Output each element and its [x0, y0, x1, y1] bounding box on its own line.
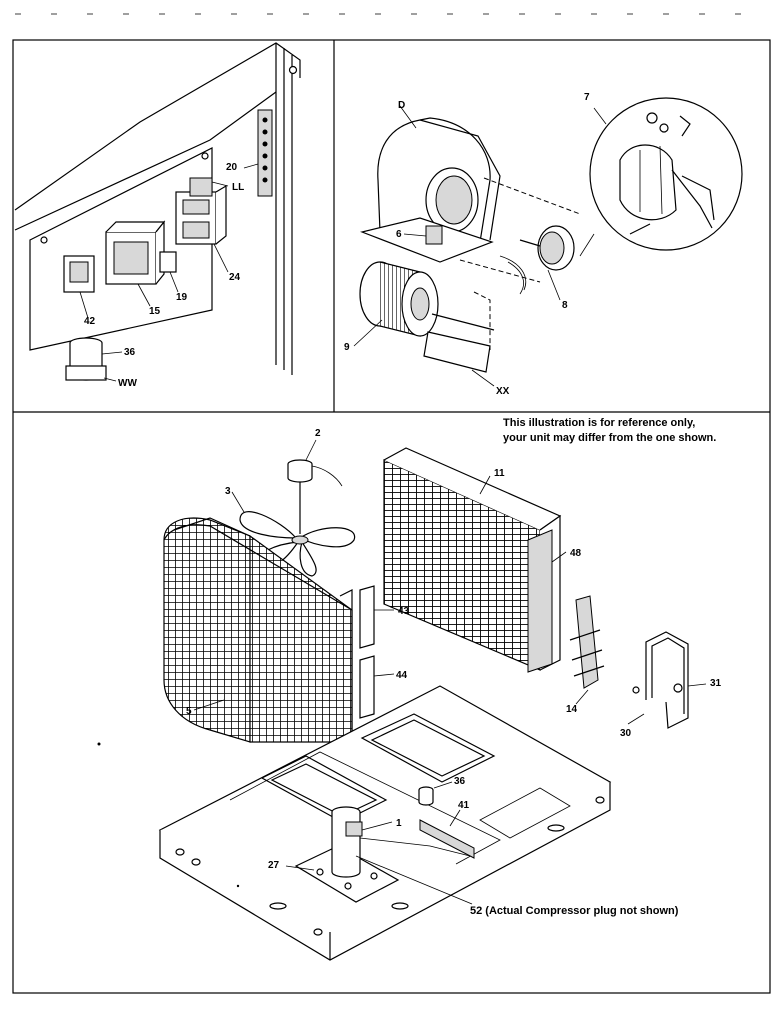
bracket-43	[359, 585, 394, 649]
callout-24: 24	[229, 272, 241, 283]
panel-frames	[12, 13, 771, 994]
reference-note-line1: This illustration is for reference only,	[503, 417, 695, 429]
compressor-1	[285, 806, 473, 905]
callout-1: 1	[396, 818, 402, 829]
terminal-strip-20	[243, 109, 273, 197]
refrigerant-tube-30-31	[627, 631, 707, 729]
callout-d: D	[398, 100, 405, 111]
callout-xx: XX	[496, 386, 510, 397]
blower-wheel-9	[353, 261, 439, 347]
callout-labels: 20 LL 24 19 15 42 36 WW D 7 6 8 9 XX 2 3…	[84, 92, 722, 917]
callout-27: 27	[268, 860, 280, 871]
main-unit-panel	[158, 439, 707, 961]
timer-42	[63, 255, 95, 319]
coil-header-48	[527, 529, 567, 673]
outdoor-coil-grille-5	[163, 517, 353, 743]
filter-drier-36	[418, 781, 453, 806]
callout-8: 8	[562, 300, 568, 311]
blower-housing-d	[359, 105, 501, 263]
callout-15: 15	[149, 306, 161, 317]
stray-marks	[97, 742, 240, 888]
blower-motor-8	[499, 225, 575, 301]
callout-ww: WW	[118, 378, 137, 389]
callout-11: 11	[494, 468, 505, 479]
callout-6: 6	[396, 229, 402, 240]
control-box-panel	[14, 42, 301, 382]
bracket-44	[359, 655, 395, 719]
callout-48: 48	[570, 548, 582, 559]
blower-panel	[353, 97, 743, 387]
callout-ll: LL	[232, 182, 244, 193]
reference-note-line2: your unit may differ from the one shown.	[503, 432, 716, 444]
drip-assembly-14	[569, 595, 605, 705]
callout-2: 2	[315, 428, 321, 439]
relay-ll	[189, 177, 229, 197]
callout-36-control: 36	[124, 347, 136, 358]
callout-44: 44	[396, 670, 408, 681]
callout-3: 3	[225, 486, 231, 497]
relay-19	[159, 251, 179, 293]
rail-41	[419, 809, 475, 859]
callout-43: 43	[398, 606, 410, 617]
capacitor-36	[65, 337, 123, 382]
callout-41: 41	[458, 800, 470, 811]
callout-5: 5	[186, 706, 192, 717]
fan-motor-2	[287, 439, 343, 534]
callout-20: 20	[226, 162, 238, 173]
base-pan	[158, 685, 612, 961]
detail-circle-7	[579, 97, 743, 257]
bracket-xx	[423, 313, 495, 387]
callout-42: 42	[84, 316, 96, 327]
callout-19: 19	[176, 292, 188, 303]
callout-9: 9	[344, 342, 350, 353]
fan-blade-3	[231, 491, 356, 577]
callout-30: 30	[620, 728, 632, 739]
callout-7: 7	[584, 92, 590, 103]
callout-14: 14	[566, 704, 578, 715]
compressor-note: 52 (Actual Compressor plug not shown)	[470, 905, 679, 917]
callout-36-unit: 36	[454, 776, 466, 787]
contactor-24	[175, 184, 229, 273]
transformer-15	[105, 220, 166, 307]
callout-31: 31	[710, 678, 722, 689]
